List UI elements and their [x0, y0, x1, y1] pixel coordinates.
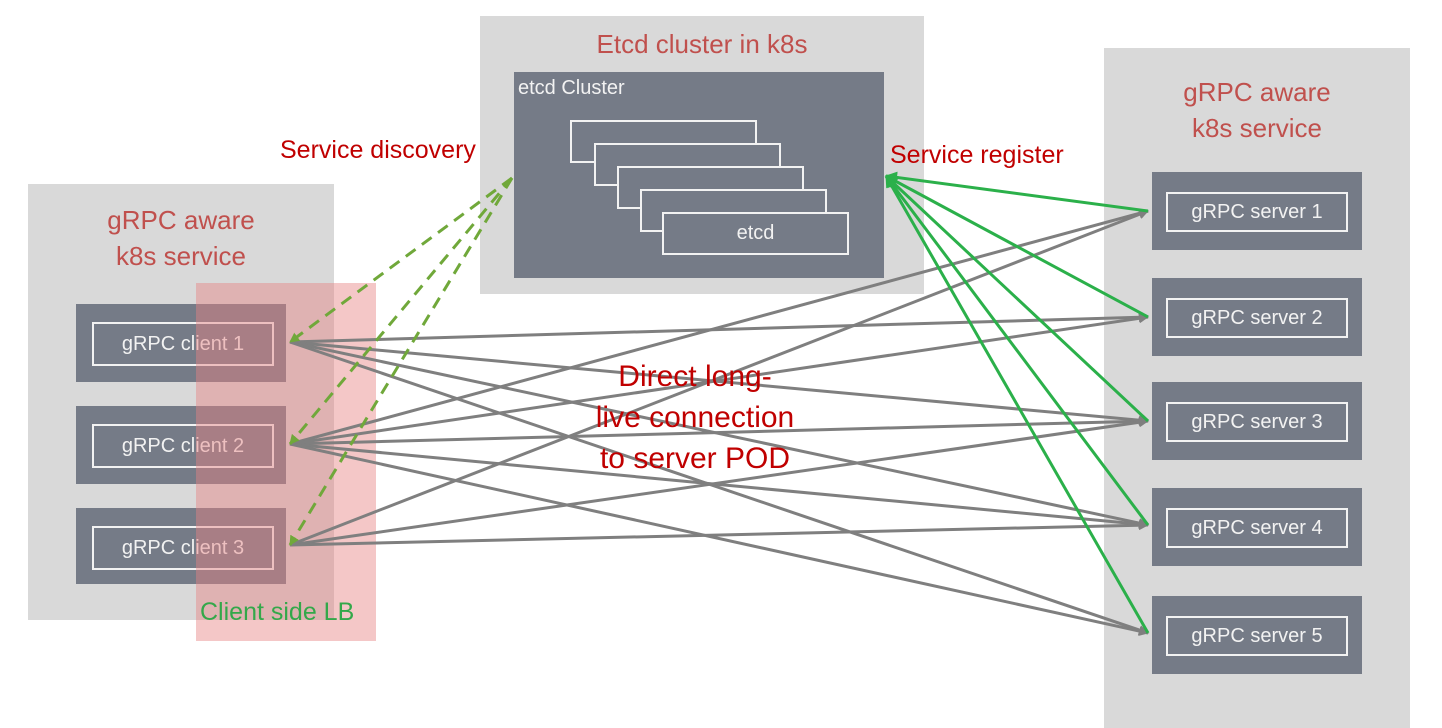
grpc-client-1-label: gRPC client 1	[92, 322, 274, 366]
connection-client-1-server-5	[289, 340, 1149, 635]
client-side-lb-overlay	[196, 283, 376, 641]
client-side-lb-label: Client side LB	[200, 598, 355, 626]
register-arrow-server-5	[884, 175, 1150, 634]
grpc-server-2-label: gRPC server 2	[1166, 298, 1348, 338]
register-arrow-server-4	[884, 175, 1150, 526]
grpc-server-4-box: gRPC server 4	[1152, 488, 1362, 566]
connection-client-2-server-3	[289, 416, 1149, 446]
etcd-node: etcd	[662, 212, 849, 255]
connection-client-2-server-1	[289, 208, 1149, 446]
direct-connection-label: Direct long- live connection to server P…	[595, 360, 795, 475]
grpc-server-1-box: gRPC server 1	[1152, 172, 1362, 250]
connection-client-3-server-3	[289, 417, 1149, 547]
grpc-server-5-label: gRPC server 5	[1166, 616, 1348, 656]
discovery-arrow-client-3	[288, 177, 514, 546]
register-arrow-server-2	[885, 174, 1149, 319]
grpc-client-2-label: gRPC client 2	[92, 424, 274, 468]
register-arrow-server-3	[884, 174, 1150, 423]
etcd-zone-title: Etcd cluster in k8s	[596, 29, 808, 59]
connection-client-1-server-2	[289, 312, 1149, 344]
etcd-panel-title: etcd Cluster	[518, 77, 625, 99]
discovery-arrow-client-2	[288, 177, 514, 445]
grpc-client-3-label: gRPC client 3	[92, 526, 274, 570]
connection-client-3-server-4	[289, 520, 1149, 547]
service-discovery-label: Service discovery	[280, 136, 476, 164]
grpc-client-3-box: gRPC client 3	[76, 508, 286, 584]
register-arrow-server-1	[885, 171, 1149, 213]
server-zone-title: gRPC aware k8s service	[1183, 77, 1331, 143]
grpc-server-4-label: gRPC server 4	[1166, 508, 1348, 548]
discovery-arrow-client-1	[289, 176, 513, 344]
connection-client-2-server-2	[289, 313, 1149, 446]
grpc-server-3-label: gRPC server 3	[1166, 402, 1348, 442]
client-zone-title: gRPC aware k8s service	[107, 205, 255, 271]
connection-client-2-server-5	[289, 442, 1149, 636]
service-register-label: Service register	[890, 141, 1064, 169]
grpc-client-1-box: gRPC client 1	[76, 304, 286, 382]
grpc-server-1-label: gRPC server 1	[1166, 192, 1348, 232]
connection-client-3-server-1	[289, 209, 1149, 547]
grpc-client-2-box: gRPC client 2	[76, 406, 286, 484]
grpc-server-2-box: gRPC server 2	[1152, 278, 1362, 356]
grpc-server-3-box: gRPC server 3	[1152, 382, 1362, 460]
grpc-server-5-box: gRPC server 5	[1152, 596, 1362, 674]
